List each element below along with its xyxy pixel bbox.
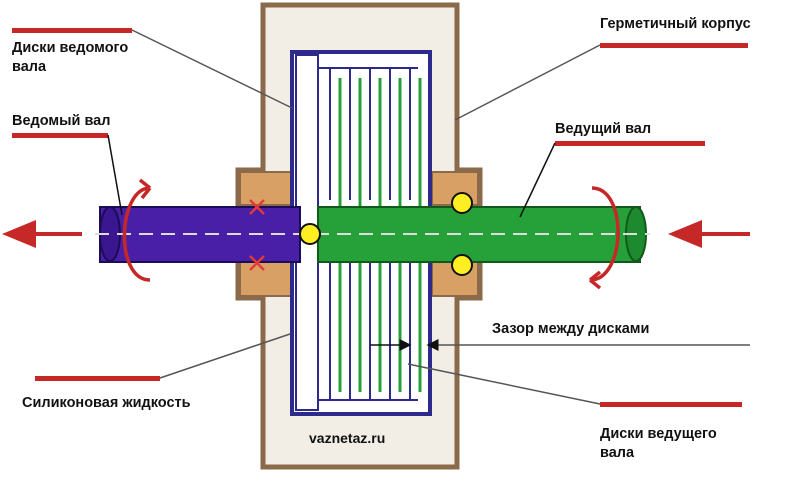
label-driven-discs-line1: Диски ведомого bbox=[12, 40, 129, 56]
label-drive-discs-line1: Диски ведущего bbox=[600, 426, 717, 442]
label-silicone-fluid: Силиконовая жидкость bbox=[22, 395, 191, 411]
seal-mark-icon bbox=[249, 199, 265, 271]
driven-discs bbox=[318, 67, 418, 401]
drive-discs bbox=[338, 78, 422, 392]
label-driven-discs-line2: вала bbox=[12, 59, 47, 75]
direction-arrow-icon bbox=[2, 220, 750, 248]
rotation-arrow-icon bbox=[122, 178, 620, 290]
label-driven-shaft: Ведомый вал bbox=[12, 113, 111, 129]
label-drive-discs-line2: вала bbox=[600, 445, 635, 461]
label-drive-discs: Диски ведущего вала bbox=[600, 425, 717, 463]
label-driven-discs: Диски ведомого вала bbox=[12, 39, 128, 77]
label-sealed-housing: Герметичный корпус bbox=[600, 16, 751, 32]
driven-shaft bbox=[99, 206, 301, 263]
label-disc-gap: Зазор между дисками bbox=[492, 321, 650, 337]
seals bbox=[239, 171, 479, 297]
bearing-ball-icon bbox=[299, 192, 473, 276]
leader-lines bbox=[12, 28, 748, 407]
watermark: vaznetaz.ru bbox=[309, 430, 386, 446]
label-drive-shaft: Ведущий вал bbox=[555, 121, 652, 137]
